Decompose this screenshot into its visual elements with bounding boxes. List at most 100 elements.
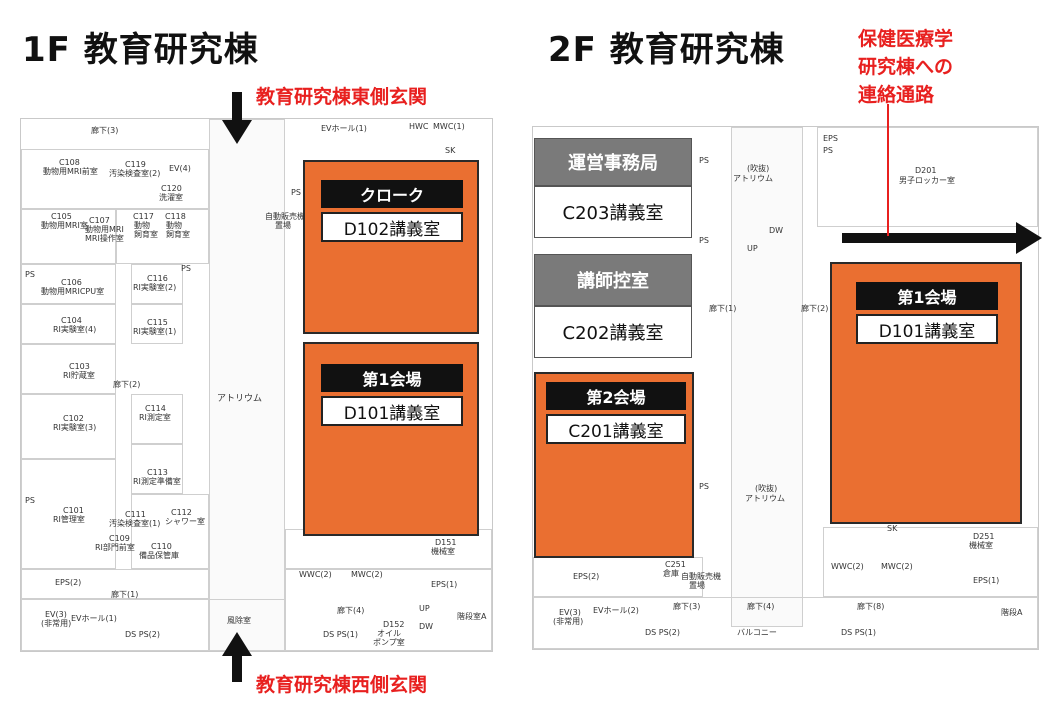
label: 置場	[689, 581, 705, 590]
label: C101	[63, 506, 84, 515]
venue2-area: 第2会場 C201講義室	[534, 372, 694, 558]
label: C113	[147, 468, 168, 477]
room	[21, 264, 116, 304]
floor2-title: 2F 教育研究棟	[548, 30, 785, 70]
label: EVホール(2)	[593, 606, 639, 615]
label: 廊下(1)	[111, 590, 139, 599]
label: MRI操作室	[85, 234, 124, 243]
label: EPS	[823, 134, 838, 143]
label: C111	[125, 510, 146, 519]
label: 動物用MRI前室	[43, 167, 98, 176]
label: 機械室	[969, 541, 993, 550]
atrium-2f	[731, 127, 803, 627]
label: PS	[699, 156, 709, 165]
label: SK	[445, 146, 456, 155]
label: シャワー室	[165, 517, 205, 526]
label: 男子ロッカー室	[899, 176, 955, 185]
c203-room-label: C203講義室	[534, 186, 692, 238]
label: RI実験室(4)	[53, 325, 97, 334]
label: EPS(1)	[973, 576, 1000, 585]
west-entrance-label: 教育研究棟西側玄関	[256, 674, 428, 696]
label: 廊下(4)	[747, 602, 775, 611]
link-label-line3: 連絡通路	[858, 84, 935, 106]
label: RI実験室(2)	[133, 283, 177, 292]
label: DW	[419, 622, 434, 631]
east-entrance-label: 教育研究棟東側玄関	[256, 86, 428, 108]
label: 廊下(3)	[673, 602, 701, 611]
label: 廊下(3)	[91, 126, 119, 135]
label: アトリウム	[733, 174, 773, 183]
label: アトリウム	[217, 394, 263, 404]
room	[116, 209, 209, 264]
label: PS	[291, 188, 301, 197]
label: 動物	[166, 221, 182, 230]
label: DS PS(1)	[841, 628, 877, 637]
label: RI管理室	[53, 515, 85, 524]
label: C106	[61, 278, 82, 287]
label: RI実験室(1)	[133, 327, 177, 336]
label: D201	[915, 166, 937, 175]
room	[21, 569, 209, 599]
label: 汚染検査室(2)	[109, 169, 161, 178]
room	[817, 127, 1038, 227]
c202-room-label: C202講義室	[534, 306, 692, 358]
room	[21, 459, 116, 569]
room	[285, 569, 492, 651]
label: C105	[51, 212, 72, 221]
label: 廊下(4)	[337, 606, 365, 615]
label: PS	[25, 496, 35, 505]
label: DS PS(1)	[323, 630, 359, 639]
label: EPS(2)	[573, 572, 600, 581]
label: C116	[147, 274, 168, 283]
label: EVホール(1)	[71, 614, 117, 623]
label: RI部門前室	[95, 543, 135, 552]
lecturers-room-label: 講師控室	[534, 254, 692, 306]
label: C115	[147, 318, 168, 327]
atrium-1f	[209, 119, 285, 651]
room	[21, 209, 116, 264]
room	[21, 344, 116, 394]
label: 機械室	[431, 547, 455, 556]
label: C109	[109, 534, 130, 543]
room	[823, 527, 1038, 597]
venue1-area-2f: 第1会場 D101講義室	[830, 262, 1022, 524]
label: RI実験室(3)	[53, 423, 97, 432]
label: (非常用)	[553, 617, 584, 626]
label: WWC(2)	[831, 562, 864, 571]
label: 汚染検査室(1)	[109, 519, 161, 528]
label: C103	[69, 362, 90, 371]
label: EVホール(1)	[321, 124, 367, 133]
office-label: 運営事務局	[534, 138, 692, 186]
label: PS	[699, 482, 709, 491]
label: 置場	[275, 221, 291, 230]
link-pointer-line	[887, 104, 889, 236]
label: 階段A	[1001, 608, 1023, 617]
label: (非常用)	[41, 619, 72, 628]
label: EV(3)	[45, 610, 67, 619]
d101-room-label-1f: D101講義室	[321, 396, 463, 426]
c201-room-label: C201講義室	[546, 414, 686, 444]
label: 風除室	[227, 616, 251, 625]
label: DS PS(2)	[645, 628, 681, 637]
label: EPS(1)	[431, 580, 458, 589]
room	[131, 394, 183, 444]
label: C102	[63, 414, 84, 423]
east-entrance-arrow-icon	[222, 92, 252, 144]
label: 廊下(8)	[857, 602, 885, 611]
venue1-area-1f: 第1会場 D101講義室	[303, 342, 479, 536]
label: アトリウム	[745, 494, 785, 503]
venue1-tag-2f: 第1会場	[856, 282, 998, 310]
label: 自動販売機	[265, 212, 305, 221]
cloak-tag: クローク	[321, 180, 463, 208]
label: D251	[973, 532, 995, 541]
label: PS	[699, 236, 709, 245]
label: C104	[61, 316, 82, 325]
label: 動物	[134, 221, 150, 230]
west-entrance-arrow-icon	[222, 632, 252, 682]
link-label-line2: 研究棟への	[858, 56, 954, 78]
label: UP	[747, 244, 758, 253]
label: 廊下(2)	[113, 380, 141, 389]
floor1-title: 1F 教育研究棟	[22, 30, 259, 70]
room	[131, 494, 209, 569]
label: DS PS(2)	[125, 630, 161, 639]
